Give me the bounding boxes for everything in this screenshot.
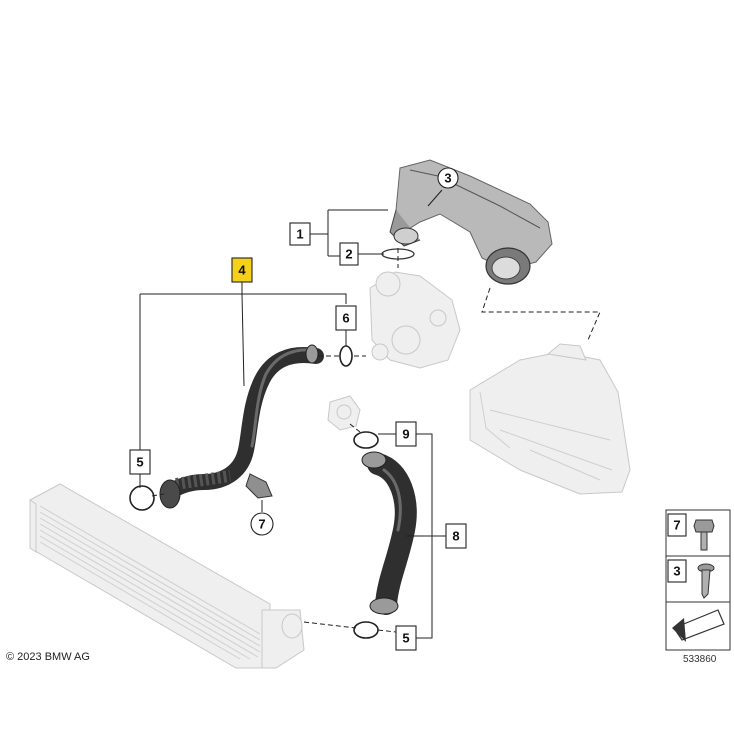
callout-label: 8 (452, 529, 459, 544)
legend-label: 3 (673, 564, 680, 579)
o-ring-part-6 (339, 345, 353, 367)
callout-4: 4 (231, 257, 253, 283)
view-direction-arrow-icon (672, 609, 725, 642)
screw-icon (697, 563, 715, 599)
diagram-number: 533860 (683, 654, 717, 665)
callout-label: 2 (345, 247, 352, 262)
callout-7-mid: 7 (250, 512, 274, 536)
o-ring-part-5-left (129, 485, 155, 511)
air-filter-housing-ghost (469, 343, 631, 495)
bolt-icon (693, 519, 715, 551)
legend-label: 7 (673, 518, 680, 533)
callout-6: 6 (335, 305, 357, 331)
intercooler-ghost (29, 483, 305, 669)
charge-air-hose-part-8 (361, 451, 417, 615)
turbocharger-ghost (369, 271, 461, 369)
legend-item-7: 7 (667, 513, 715, 551)
callout-1: 1 (289, 222, 311, 246)
callout-label: 6 (342, 311, 349, 326)
callout-label: 5 (402, 631, 409, 646)
callout-label: 1 (296, 227, 303, 242)
callout-label: 3 (444, 171, 451, 186)
callout-label: 9 (402, 427, 409, 442)
callout-label: 5 (136, 455, 143, 470)
callout-label: 4 (238, 263, 246, 278)
copyright-text: © 2023 BMW AG (6, 651, 90, 663)
o-ring-part-9 (353, 431, 379, 449)
callout-label: 7 (258, 517, 265, 532)
throttle-fitting-ghost (327, 395, 361, 431)
callout-9: 9 (395, 421, 417, 447)
intake-duct-part-1 (389, 159, 553, 285)
o-ring-part-5-bottom (353, 621, 379, 639)
hardware-legend: 7 3 (665, 509, 731, 651)
legend-item-3: 3 (667, 559, 715, 599)
callout-5-bottom: 5 (395, 625, 417, 651)
charge-air-hose-part-4 (159, 344, 324, 509)
callout-8: 8 (445, 523, 467, 549)
callout-3-top: 3 (437, 167, 459, 189)
callout-5-left: 5 (129, 449, 151, 475)
leader-lines (139, 189, 601, 639)
callout-2: 2 (339, 242, 359, 266)
